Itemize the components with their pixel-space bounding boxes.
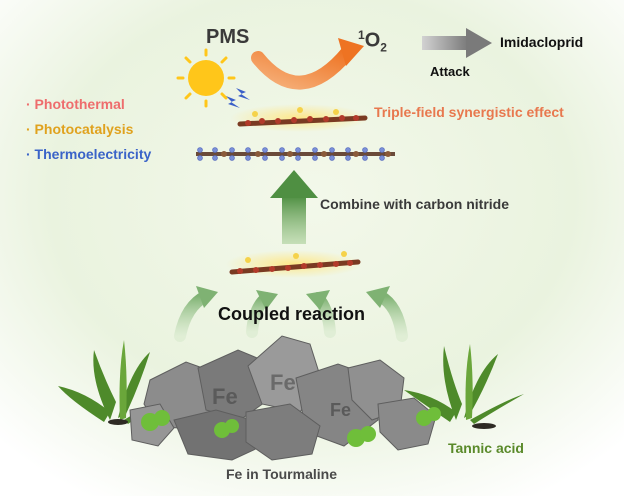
attack-label: Attack <box>430 64 470 79</box>
sun-icon <box>176 48 236 108</box>
tannic-acid-label: Tannic acid <box>448 440 524 456</box>
coupled-arrows <box>174 286 408 342</box>
root-marks <box>108 419 496 429</box>
singlet-oxygen-label: 1O2 <box>358 28 387 55</box>
tourmaline-rocks <box>129 335 437 461</box>
top-molecular-layer <box>230 104 370 132</box>
bushes <box>141 407 441 447</box>
synergy-label: Triple-field synergistic effect <box>374 104 564 120</box>
rock-fe-label-1: Fe <box>212 384 238 409</box>
fe-in-tourmaline-label: Fe in Tourmaline <box>226 466 337 482</box>
imidacloprid-label: Imidacloprid <box>500 34 584 50</box>
light-bolt-icon <box>226 88 250 108</box>
right-plant <box>404 344 524 424</box>
carbon-nitride-layer <box>196 147 395 161</box>
rock-fe-label-3: Fe <box>330 400 352 420</box>
singlet-oxygen-superscript: 1 <box>358 28 365 42</box>
feature-photothermal: · Photothermal <box>26 96 125 112</box>
combine-arrow <box>282 196 306 244</box>
combine-arrow-head <box>270 170 318 198</box>
combine-label: Combine with carbon nitride <box>320 196 510 212</box>
attack-arrow-head <box>466 28 492 58</box>
pms-arrow <box>251 45 355 90</box>
singlet-oxygen-symbol: O <box>364 29 381 52</box>
coupled-reaction-label: Coupled reaction <box>218 304 366 324</box>
middle-molecular-layer <box>226 250 362 278</box>
pms-arrow-head <box>338 38 364 66</box>
feature-photocatalysis: · Photocatalysis <box>26 121 134 137</box>
attack-arrow <box>422 36 468 50</box>
feature-thermoelectricity: · Thermoelectricity <box>26 146 152 162</box>
rock-fe-label-2: Fe <box>270 370 296 395</box>
singlet-oxygen-subscript: 2 <box>380 40 387 55</box>
pms-label: PMS <box>206 26 250 48</box>
